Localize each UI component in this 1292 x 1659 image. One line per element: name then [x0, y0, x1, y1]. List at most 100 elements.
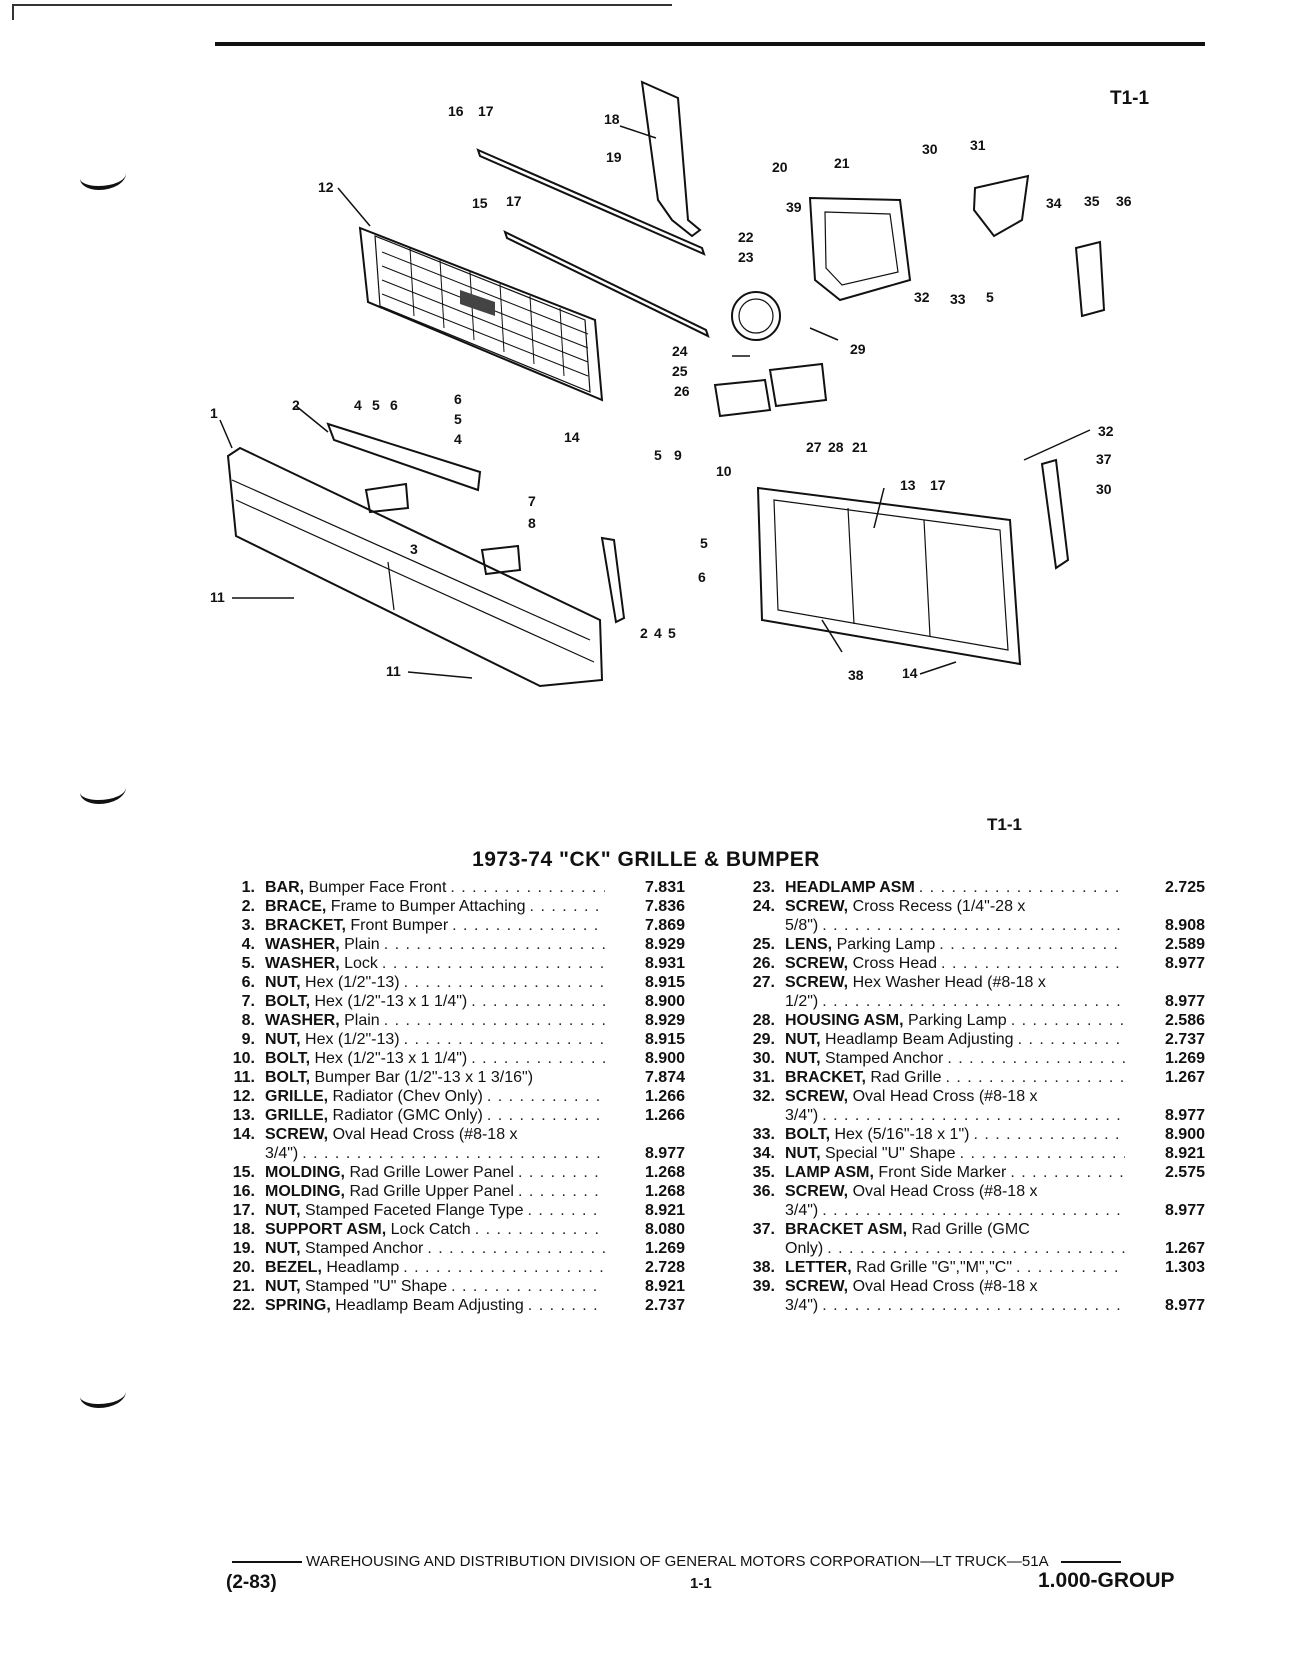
leader-dots: [1007, 1011, 1125, 1030]
part-number: 15.: [232, 1164, 255, 1181]
part-number: 31.: [752, 1069, 775, 1086]
leader-dots: [943, 1049, 1125, 1068]
group-number: 1.269: [644, 1240, 685, 1257]
part-number: 17.: [232, 1202, 255, 1219]
part-detail: Parking Lamp: [832, 936, 936, 953]
parts-list-row: 29.NUT, Headlamp Beam Adjusting2.737: [735, 1030, 1205, 1049]
callout-4b: 4: [454, 431, 462, 447]
group-number: 2.725: [1164, 879, 1205, 896]
part-name: SPRING,: [265, 1297, 331, 1314]
part-description: BRACKET, Front Bumper: [255, 916, 605, 935]
parts-list-row: 12.GRILLE, Radiator (Chev Only)1.266: [215, 1087, 685, 1106]
parts-list-row: 11.BOLT, Bumper Bar (1/2"-13 x 1 3/16")7…: [215, 1068, 685, 1087]
group-number: 8.900: [1164, 1126, 1205, 1143]
part-description: WASHER, Plain: [255, 1011, 605, 1030]
group-number: 8.900: [644, 993, 685, 1010]
callout-5: 5: [986, 289, 994, 305]
group-number: 8.915: [644, 974, 685, 991]
parts-list-row: 27.SCREW, Hex Washer Head (#8-18 x1/2")8…: [735, 973, 1205, 1011]
part-name: BEZEL,: [265, 1259, 322, 1276]
part-detail: Cross Head: [848, 955, 938, 972]
part-name: SUPPORT ASM,: [265, 1221, 387, 1238]
callout-6: 6: [390, 397, 398, 413]
parts-list-row: 19.NUT, Stamped Anchor1.269: [215, 1239, 685, 1258]
part-description-line: SCREW, Oval Head Cross (#8-18 x: [265, 1125, 605, 1144]
leader-dots: [1030, 1220, 1125, 1239]
part-name: LENS,: [785, 936, 833, 953]
footer-dash-left: [232, 1560, 302, 1563]
parts-list-row: 5.WASHER, Lock8.931: [215, 954, 685, 973]
parts-list-row: 39.SCREW, Oval Head Cross (#8-18 x3/4")8…: [735, 1277, 1205, 1315]
part-description: LETTER, Rad Grille "G","M","C": [775, 1258, 1125, 1277]
callout-13: 13: [900, 477, 916, 493]
parts-list-row: 10.BOLT, Hex (1/2"-13 x 1 1/4")8.900: [215, 1049, 685, 1068]
parts-list-row: 15.MOLDING, Rad Grille Lower Panel1.268: [215, 1163, 685, 1182]
figure-label-top: T1-1: [1110, 88, 1150, 109]
part-description-line: NUT, Special "U" Shape: [785, 1144, 1125, 1163]
part-description-line: 3/4"): [785, 1106, 1125, 1125]
part-description-line: HEADLAMP ASM: [785, 878, 1125, 897]
part-name: LAMP ASM,: [785, 1164, 874, 1181]
part-detail: Plain: [339, 1012, 380, 1029]
group-number: 8.929: [644, 1012, 685, 1029]
parts-list-row: 9.NUT, Hex (1/2"-13)8.915: [215, 1030, 685, 1049]
group-number: 1.268: [644, 1164, 685, 1181]
part-description: LAMP ASM, Front Side Marker: [775, 1163, 1125, 1182]
callout-17b: 17: [506, 193, 522, 209]
callout-11b: 11: [386, 663, 401, 679]
leader-dots: [400, 1030, 605, 1049]
parts-list-row: 36.SCREW, Oval Head Cross (#8-18 x3/4")8…: [735, 1182, 1205, 1220]
leader-dots: [937, 954, 1125, 973]
footer-publisher: WAREHOUSING AND DISTRIBUTION DIVISION OF…: [232, 1553, 1182, 1570]
part-description-line: HOUSING ASM, Parking Lamp: [785, 1011, 1125, 1030]
part-description: NUT, Hex (1/2"-13): [255, 973, 605, 992]
parts-list-row: 20.BEZEL, Headlamp2.728: [215, 1258, 685, 1277]
grille-gmc-drawing: [756, 486, 1022, 666]
parts-list-row: 38.LETTER, Rad Grille "G","M","C"1.303: [735, 1258, 1205, 1277]
part-detail: Headlamp Beam Adjusting: [820, 1031, 1014, 1048]
part-detail: Rad Grille Lower Panel: [345, 1164, 514, 1181]
part-description: GRILLE, Radiator (GMC Only): [255, 1106, 605, 1125]
support-lock-catch-drawing: [640, 80, 702, 238]
group-number: 8.921: [644, 1278, 685, 1295]
leader-dots: [956, 1144, 1125, 1163]
callout-17: 17: [478, 103, 494, 119]
part-name: MOLDING,: [265, 1164, 345, 1181]
part-name: SCREW,: [785, 1088, 849, 1105]
parts-list-row: 22.SPRING, Headlamp Beam Adjusting2.737: [215, 1296, 685, 1315]
exploded-parts-diagram: 16 17 18 19 12 15 17 20 21 30 31 39 22 2…: [210, 80, 1132, 688]
leader-dots: [524, 1201, 605, 1220]
callout-4c: 4: [654, 625, 662, 641]
group-number: 1.269: [1164, 1050, 1205, 1067]
part-detail: Front Side Marker: [873, 1164, 1007, 1181]
part-description-line: BRACKET, Front Bumper: [265, 916, 605, 935]
part-number: 8.: [241, 1012, 255, 1029]
leader-dots: [447, 1277, 605, 1296]
part-name: BRACKET ASM,: [785, 1221, 908, 1238]
parking-lamp-housing-drawing: [768, 362, 828, 408]
leader-dots: [915, 878, 1125, 897]
leader-dots: [514, 1163, 605, 1182]
part-description-line: SUPPORT ASM, Lock Catch: [265, 1220, 605, 1239]
group-number: 1.303: [1164, 1259, 1205, 1276]
part-description-line: BOLT, Hex (1/2"-13 x 1 1/4"): [265, 992, 605, 1011]
brace-drawing: [326, 422, 482, 492]
header-rule: [215, 42, 1205, 46]
parts-list-row: 4.WASHER, Plain8.929: [215, 935, 685, 954]
part-detail: Front Bumper: [345, 917, 449, 934]
group-number: 7.831: [644, 879, 685, 896]
parts-list-row: 35.LAMP ASM, Front Side Marker2.575: [735, 1163, 1205, 1182]
part-number: 37.: [752, 1221, 775, 1238]
footer-dash-right: [1060, 1560, 1121, 1563]
part-number: 20.: [232, 1259, 255, 1276]
callout-16: 16: [448, 103, 464, 119]
callout-32: 32: [914, 289, 930, 305]
parts-list-row: 1.BAR, Bumper Face Front7.831: [215, 878, 685, 897]
part-description: MOLDING, Rad Grille Lower Panel: [255, 1163, 605, 1182]
part-number: 12.: [232, 1088, 255, 1105]
parts-list-row: 23.HEADLAMP ASM2.725: [735, 878, 1205, 897]
leader-dots: [467, 1049, 605, 1068]
group-number: 7.874: [644, 1069, 685, 1086]
